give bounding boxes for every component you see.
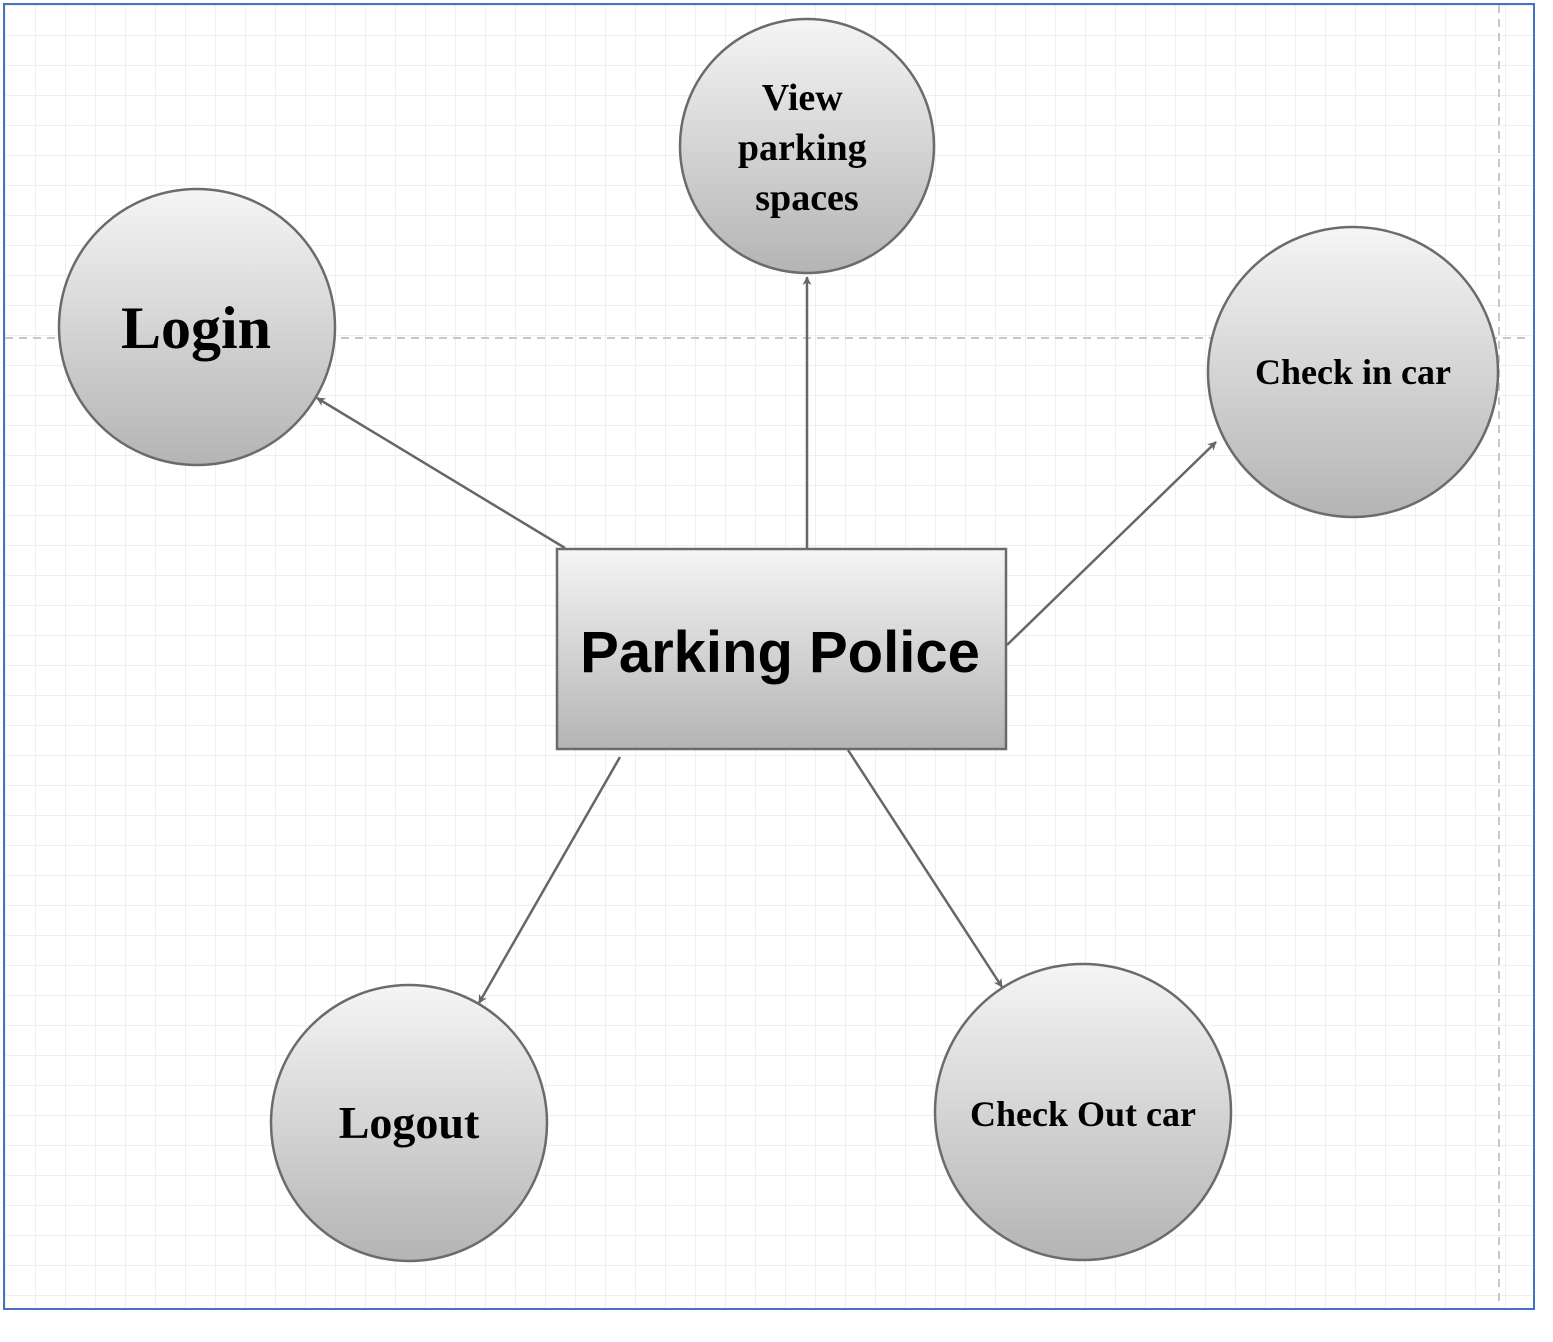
edge-to-check-out [846,749,1004,988]
check-out-car-node[interactable]: Check Out car [933,962,1233,1262]
logout-circle [269,983,549,1263]
view-parking-line-2: parking [738,127,867,169]
check-out-car-label: Check Out car [970,1094,1196,1134]
check-in-car-label: Check in car [1255,352,1451,392]
view-parking-circle [678,17,936,275]
check-out-car-circle [933,962,1233,1262]
view-parking-label: View parking spaces [738,77,876,219]
check-in-car-circle [1206,225,1500,519]
edge-to-logout [477,756,622,1004]
logout-node[interactable]: Logout [269,983,549,1263]
parking-police-label: Parking Police [580,620,980,685]
view-parking-line-3: spaces [755,177,858,219]
edge-to-login [316,396,566,550]
check-in-car-node[interactable]: Check in car [1206,225,1500,519]
login-circle [57,187,337,467]
view-parking-spaces-node[interactable]: View parking spaces [678,17,936,275]
parking-police-box [555,547,1008,751]
logout-label: Logout [339,1097,480,1148]
login-node[interactable]: Login [57,187,337,467]
login-label: Login [121,295,271,361]
edge-to-check-in [1006,441,1217,646]
parking-police-node[interactable]: Parking Police [555,547,1008,751]
view-parking-line-1: View [762,77,843,119]
